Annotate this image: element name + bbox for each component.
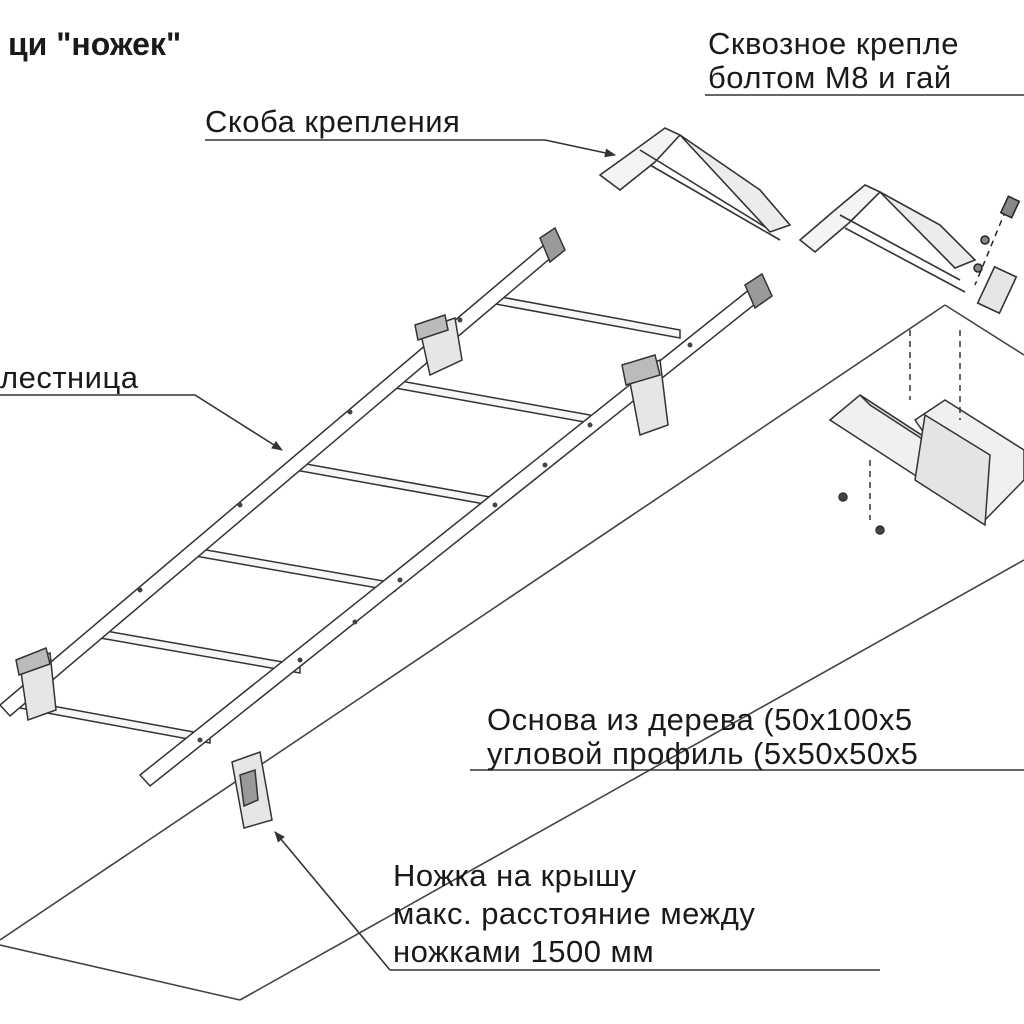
roof-ridge-edge bbox=[944, 304, 1024, 356]
base-label-line2: угловой профиль (5x50x50x5 bbox=[487, 736, 919, 771]
wood-base-beams bbox=[828, 330, 1024, 535]
bolt-m8 bbox=[973, 195, 1021, 286]
ladder-label: лестница bbox=[0, 360, 139, 395]
roof-lower-edge bbox=[239, 559, 1024, 1001]
roof-feet bbox=[15, 314, 669, 829]
leader-lines bbox=[0, 94, 1024, 971]
roof-foot-upper-right bbox=[621, 354, 669, 437]
roof-slope-edge bbox=[0, 304, 946, 941]
foot-label-line2: макс. расстояние между bbox=[393, 896, 756, 931]
bracket-label: Скоба крепления bbox=[205, 104, 461, 139]
bracket-leader bbox=[544, 139, 617, 158]
roof-foot-lower-left bbox=[15, 646, 57, 722]
ridge-brackets bbox=[598, 127, 1018, 315]
foot-label-line3: ножками 1500 мм bbox=[393, 934, 655, 969]
bracket-left bbox=[598, 127, 682, 192]
roof-foot-upper-left bbox=[414, 314, 463, 377]
base-label-line1: Основа из дерева (50x100x5 bbox=[487, 702, 913, 737]
ladder-rail-left bbox=[0, 238, 562, 718]
page-title: ци "ножек" bbox=[8, 26, 182, 62]
ladder-leader bbox=[194, 394, 283, 451]
roof-bottom-edge bbox=[0, 944, 241, 1001]
foot-label-line1: Ножка на крышу bbox=[393, 858, 637, 893]
bolt-label-line2: болтом М8 и гай bbox=[708, 60, 952, 95]
bracket-right bbox=[798, 184, 882, 254]
roof-foot-lower-right bbox=[231, 750, 273, 829]
bolt-label-line1: Сквозное крепле bbox=[708, 26, 960, 61]
roof-ladder bbox=[0, 226, 773, 788]
foot-leader bbox=[274, 831, 391, 971]
roof-surface bbox=[0, 304, 1024, 1001]
